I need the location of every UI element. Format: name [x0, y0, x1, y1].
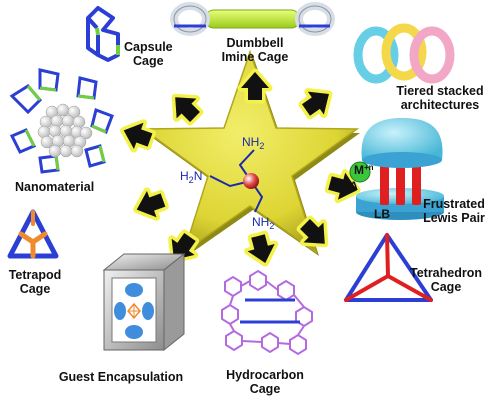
- metal-ion-label: M+n: [354, 163, 374, 177]
- dumbbell-cage-graphic: [170, 2, 335, 36]
- tetrapod-cage-graphic: [7, 209, 59, 259]
- amine-label-top: NH2: [242, 135, 264, 151]
- tetrahedron-cage-graphic: [344, 233, 433, 302]
- label-nanomaterial: Nanomaterial: [15, 180, 95, 194]
- central-star: [140, 49, 360, 256]
- label-guest-encapsulation: Guest Encapsulation: [58, 370, 184, 384]
- lewis-pair-graphic: M+n LA LB: [342, 118, 444, 221]
- arrow-to-nanomaterial: [119, 117, 155, 153]
- arrow-to-tiered: [298, 82, 337, 121]
- hydrocarbon-cage-graphic: [221, 269, 313, 356]
- guest-encapsulation-graphic: [102, 252, 186, 352]
- capsule-cage-graphic: [86, 6, 120, 62]
- tiered-rings-graphic: [353, 23, 455, 84]
- lewis-base-label: LB: [374, 207, 390, 221]
- amine-label-bottom: NH2: [252, 215, 274, 231]
- arrow-to-tetrapod: [132, 187, 168, 223]
- triamine-molecule: NH2 H2N NH2: [180, 135, 274, 231]
- central-carbon-ball: [243, 173, 259, 189]
- arrow-to-hydrocarbon: [244, 232, 278, 266]
- arrow-to-capsule: [165, 87, 205, 127]
- nanomaterial-graphic: [9, 68, 114, 174]
- amine-label-left: H2N: [180, 169, 202, 185]
- lewis-acid-label: LA: [342, 179, 358, 193]
